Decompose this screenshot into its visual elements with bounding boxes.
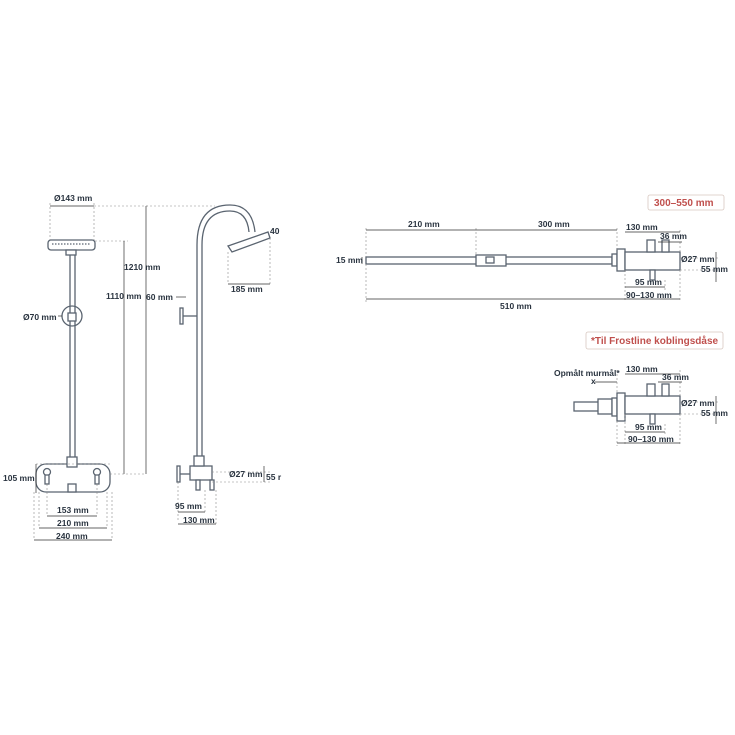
dim-height-1110: 1110 mm <box>106 291 142 301</box>
frostline-body <box>624 395 681 415</box>
dim-bracket-diameter: Ø70 mm <box>23 312 57 322</box>
dim-depth-130: 130 mm <box>183 515 215 525</box>
dim-arm-body-55: 55 mm <box>701 264 728 274</box>
frostline-dim-pipe: Ø27 mm <box>681 398 715 408</box>
frostline-dim-130: 130 mm <box>626 364 658 374</box>
dim-head-tilt: 40 <box>270 226 280 236</box>
dim-arm-height: 15 mm <box>336 255 363 265</box>
side-shower-head <box>226 231 271 253</box>
side-mixer <box>189 465 213 481</box>
frostline-wall-mark: x <box>591 376 596 386</box>
dim-arm-36: 36 mm <box>660 231 687 241</box>
frostline-wall-label: Opmålt murmål* <box>554 368 620 378</box>
range-badge <box>647 194 725 211</box>
dim-mixer-width-240: 240 mm <box>56 531 88 541</box>
dim-pipe-diameter: Ø27 mm <box>229 469 263 479</box>
dim-inlet-spacing: 153 mm <box>57 505 89 515</box>
frostline-note-box <box>585 331 724 350</box>
side-view: 40 185 mm 60 mm Ø27 mm 55 r 95 mm 130 mm <box>146 204 282 525</box>
frostline-dim-90-130: 90–130 mm <box>628 434 674 444</box>
arm-body <box>624 251 681 271</box>
dim-arm-300: 300 mm <box>538 219 570 229</box>
dim-height-1210: 1210 mm <box>124 262 161 272</box>
dim-arm-130: 130 mm <box>626 222 658 232</box>
range-badge-text: 300–550 mm <box>654 198 714 209</box>
dim-arm-pipe: Ø27 mm <box>681 254 715 264</box>
frostline-note: *Til Frostline koblingsdåse <box>591 335 719 347</box>
dim-head-diameter: Ø143 mm <box>54 193 93 203</box>
frostline-dim-55: 55 mm <box>701 408 728 418</box>
dim-body-depth: 55 r <box>266 472 282 482</box>
arm-view: 300–550 mm 210 mm 300 mm 130 mm 36 mm 15… <box>336 194 728 311</box>
frostline-dim-95: 95 mm <box>635 422 662 432</box>
dim-head-reach: 185 mm <box>231 284 263 294</box>
dim-arm-95: 95 mm <box>635 277 662 287</box>
frostline-dim-36: 36 mm <box>662 372 689 382</box>
frostline-view: *Til Frostline koblingsdåse Opmålt murmå… <box>554 331 728 446</box>
dim-mixer-width-210: 210 mm <box>57 518 89 528</box>
front-view: Ø143 mm 1210 mm 1110 mm Ø70 mm 105 mm 15… <box>3 193 161 541</box>
dim-mixer-height: 105 mm <box>3 473 35 483</box>
dim-arm-90-130: 90–130 mm <box>626 290 672 300</box>
dim-depth-95: 95 mm <box>175 501 202 511</box>
side-wall-bracket <box>179 307 184 325</box>
gooseneck-pipe <box>196 204 256 460</box>
dim-arm-510: 510 mm <box>500 301 532 311</box>
shower-head <box>47 239 96 251</box>
dim-bracket-offset: 60 mm <box>146 292 173 302</box>
dim-arm-210: 210 mm <box>408 219 440 229</box>
